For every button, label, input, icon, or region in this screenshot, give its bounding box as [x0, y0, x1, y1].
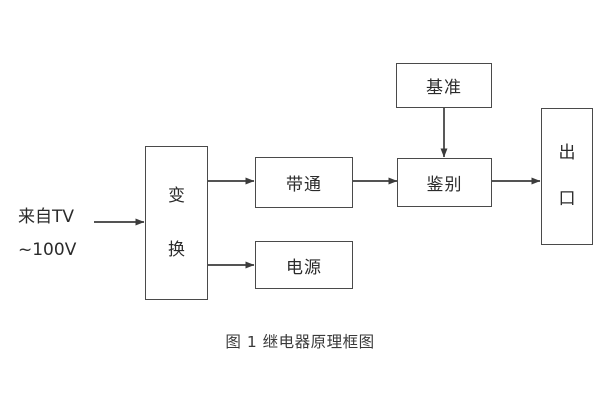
block-output[interactable]: 出 口: [541, 108, 593, 245]
figure-caption: 图 1 继电器原理框图: [225, 333, 375, 351]
block-discriminate[interactable]: 鉴别: [397, 158, 492, 207]
block-reference[interactable]: 基准: [396, 63, 492, 108]
block-convert[interactable]: 变 换: [145, 146, 208, 300]
block-output-char1: 出: [558, 143, 576, 164]
block-reference-label: 基准: [426, 78, 462, 98]
block-convert-char2: 换: [168, 239, 185, 260]
input-source-line1: 来自TV: [18, 207, 75, 227]
block-bandpass[interactable]: 带通: [255, 157, 353, 208]
block-convert-char1: 变: [168, 185, 185, 206]
block-power-supply[interactable]: 电源: [255, 241, 353, 289]
block-power-supply-label: 电源: [286, 257, 322, 278]
block-bandpass-label: 带通: [286, 175, 322, 195]
input-source-line2: ~100V: [18, 240, 77, 260]
block-output-char2: 口: [558, 188, 576, 209]
block-discriminate-label: 鉴别: [426, 175, 463, 195]
